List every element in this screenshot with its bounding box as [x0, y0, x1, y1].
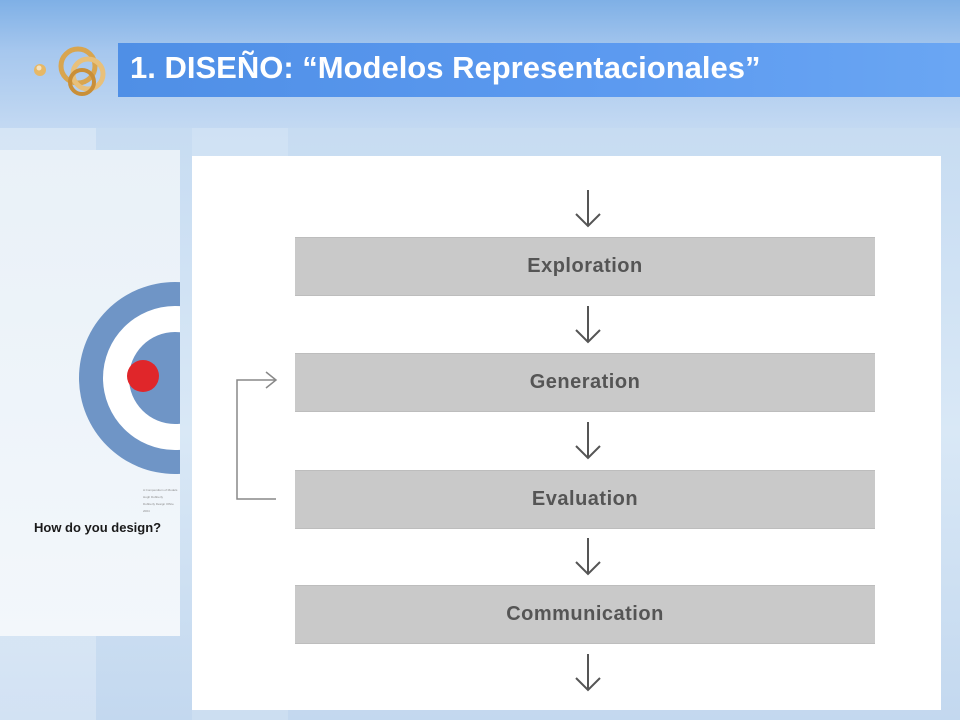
step-communication: Communication [295, 585, 875, 644]
down-arrow-icon [575, 306, 601, 344]
step-label: Exploration [527, 255, 643, 277]
step-label: Evaluation [531, 488, 639, 510]
step-label: Generation [529, 371, 641, 393]
embedded-fine-print: A Compendium of Models [143, 488, 178, 492]
step-exploration: Exploration [295, 237, 875, 296]
step-generation: Generation [295, 353, 875, 412]
embedded-slide-heading: How do you design? [34, 520, 162, 535]
interlocking-rings-logo [34, 46, 106, 96]
loop-back-arrow-icon [236, 371, 278, 500]
down-arrow-icon [575, 422, 601, 460]
down-arrow-icon [575, 654, 601, 692]
down-arrow-icon [575, 538, 601, 576]
target-graphic [79, 282, 180, 474]
embedded-fine-print: Hugh Dubberly [143, 495, 164, 499]
embedded-fine-print: 2004 [143, 509, 150, 513]
title-bar [118, 43, 960, 97]
embedded-fine-print: Dubberly Design Office [143, 502, 174, 506]
down-arrow-icon [575, 190, 601, 228]
slide-title: 1. DISEÑO: “Modelos Representacionales” [130, 50, 761, 85]
embedded-slide-thumbnail: How do you design? A Compendium of Model… [0, 150, 180, 636]
step-evaluation: Evaluation [295, 470, 875, 529]
step-label: Communication [506, 603, 664, 625]
